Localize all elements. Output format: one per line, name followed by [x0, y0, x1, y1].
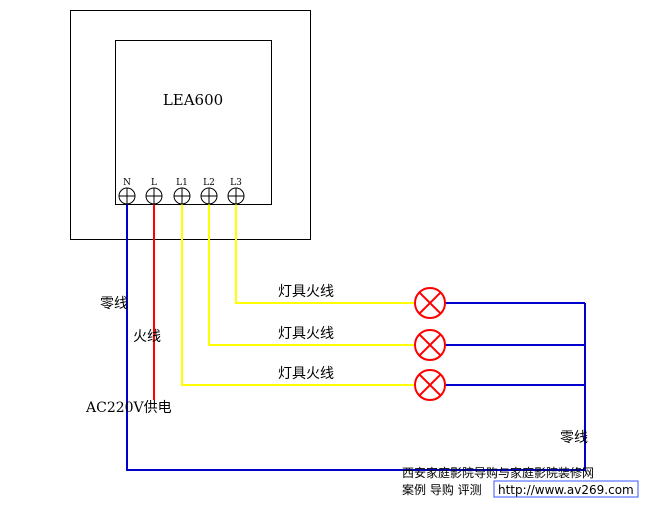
lamp-wire-l2: [208, 204, 415, 346]
terminal-l1-cross-icon: [174, 188, 190, 204]
lamp-3-circle: [414, 369, 446, 401]
terminal-l1-label: L1: [176, 178, 188, 188]
lamp-wire-l1: [181, 204, 415, 386]
lamp-2: [414, 329, 446, 361]
lamp-3: [414, 369, 446, 401]
device-model-label: LEA600: [163, 91, 223, 109]
terminal-l2-label: L2: [203, 178, 215, 188]
lamp-live-label-3: 灯具火线: [278, 366, 334, 382]
lamp-1-circle: [414, 287, 446, 319]
lamp-3-cross-icon: [418, 373, 442, 397]
terminal-block: N L L1 L2 L3: [118, 178, 245, 205]
neutral-right-label: 零线: [560, 430, 588, 446]
terminal-l-label: L: [151, 178, 157, 188]
terminal-l1: L1: [173, 178, 191, 205]
terminal-l2-cross-icon: [201, 188, 217, 204]
terminal-n-label: N: [123, 178, 131, 188]
terminal-l: L: [145, 178, 163, 205]
lamp-live-label-1: 灯具火线: [278, 284, 334, 300]
power-supply-label: AC220V供电: [85, 400, 172, 416]
device-outer-box: [70, 10, 311, 240]
lamp-wire-l3: [235, 204, 415, 304]
neutral-wire: [126, 204, 586, 471]
watermark-line2-prefix: 案例 导购 评测: [402, 482, 482, 497]
device-enclosure: LEA600: [70, 10, 311, 240]
device-inner-box: [115, 40, 272, 205]
watermark-line1: 西安家庭影院导购与家庭影院装修网: [402, 465, 594, 480]
terminal-l2: L2: [200, 178, 218, 205]
lamp-live-label-2: 灯具火线: [278, 326, 334, 342]
lamp-1-cross-icon: [418, 291, 442, 315]
terminal-l-cross-icon: [146, 188, 162, 204]
terminal-l3: L3: [227, 178, 245, 205]
watermark-url-box: [493, 480, 639, 498]
terminal-l3-cross-icon: [228, 188, 244, 204]
terminal-n-cross-icon: [119, 188, 135, 204]
terminal-n: N: [118, 178, 136, 205]
lamp-2-circle: [414, 329, 446, 361]
watermark: 西安家庭影院导购与家庭影院装修网 案例 导购 评测 http://www.av2…: [402, 465, 639, 498]
watermark-url: http://www.av269.com: [498, 483, 634, 497]
terminal-l3-label: L3: [230, 178, 242, 188]
live-label: 火线: [133, 329, 161, 345]
lamp-1: [414, 287, 446, 319]
lamp-2-cross-icon: [418, 333, 442, 357]
neutral-left-label: 零线: [100, 296, 128, 312]
